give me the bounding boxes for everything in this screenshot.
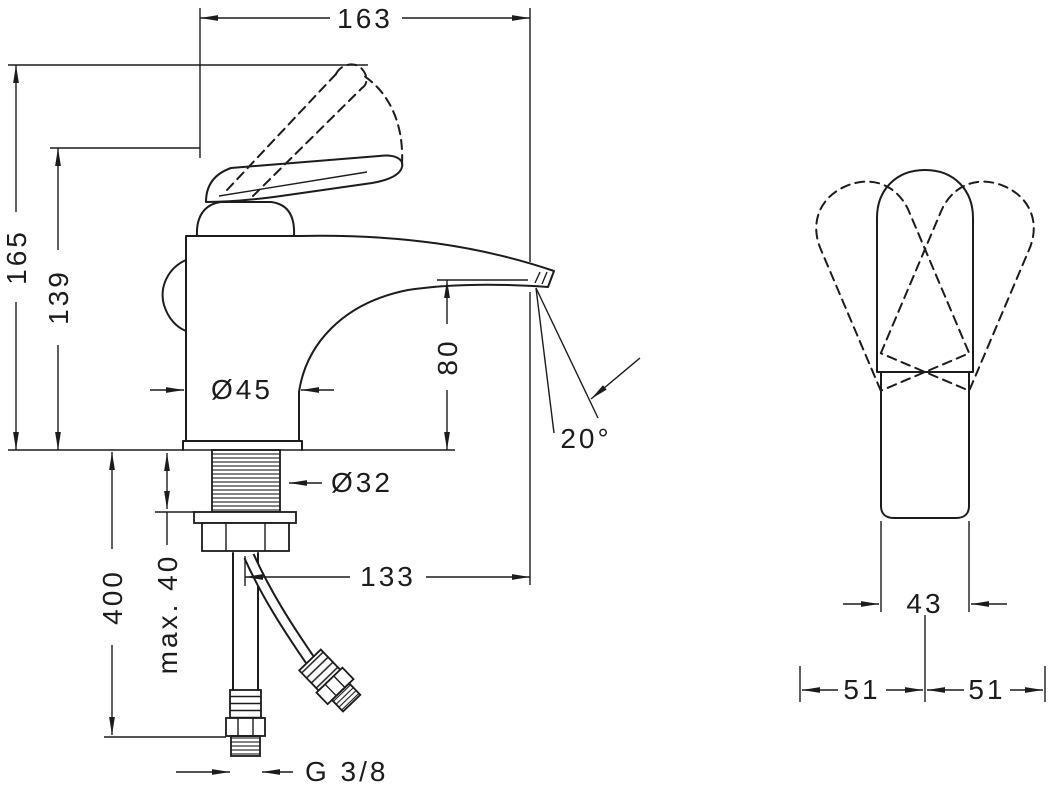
threaded-shank: [211, 449, 281, 513]
lever-handle: [205, 154, 404, 203]
side-view: 163 165 139 80 Ø45: [1, 3, 641, 787]
dim-43-label: 43: [906, 588, 943, 619]
dim-51-right-label: 51: [968, 674, 1005, 705]
supply-hoses: [225, 552, 362, 757]
dim-80: 80: [432, 279, 528, 450]
dim-165-label: 165: [1, 229, 32, 285]
dim-80-label: 80: [432, 338, 463, 375]
hose-fitting-straight: [225, 689, 266, 757]
dim-angle20-label: 20°: [560, 423, 611, 454]
dim-400: 400: [97, 452, 226, 738]
dim-max40: max. 40: [152, 453, 196, 674]
dim-165: 165: [1, 64, 368, 450]
dim-dia45: Ø45: [150, 374, 334, 405]
handle-motion-arc: [363, 75, 404, 165]
hose-fitting-angled: [297, 648, 362, 713]
handle-swing-left-dashed: [815, 180, 971, 392]
dim-max40-label: max. 40: [152, 554, 183, 675]
dim-dia45-label: Ø45: [211, 374, 273, 405]
aerator-detail: [534, 271, 548, 285]
dim-163: 163: [199, 3, 531, 585]
raised-lever-edge: [226, 73, 337, 191]
handle-front: [876, 169, 974, 519]
dim-dia32-label: Ø32: [331, 467, 393, 498]
dim-133: 133: [244, 556, 530, 592]
faucet-body: [161, 154, 555, 451]
handle-front-outline: [876, 169, 974, 373]
dim-dia32: Ø32: [289, 467, 393, 498]
dim-51-left-label: 51: [843, 674, 880, 705]
handle-raised-dashed: [226, 63, 404, 197]
dim-51-right: 51: [927, 666, 1046, 705]
washer: [193, 511, 297, 524]
body-front-outline: [880, 371, 970, 519]
dim-43: 43: [843, 521, 1007, 619]
dim-g38-label: G 3/8: [305, 756, 388, 787]
dim-139: 139: [43, 147, 200, 450]
raised-lever-tip: [335, 63, 368, 89]
curved-hose-inner: [245, 554, 314, 663]
raised-lever-edge: [252, 87, 363, 197]
body-rear-detail: [161, 259, 187, 332]
mounting-nut: [201, 522, 290, 552]
mounting-hardware: [193, 449, 297, 552]
dim-angle20: 20°: [535, 287, 641, 454]
front-view: 43 51 51: [799, 169, 1046, 705]
dim-139-label: 139: [43, 269, 74, 325]
cartridge-cap: [195, 201, 296, 237]
dim-163-label: 163: [337, 3, 393, 34]
dim-133-label: 133: [360, 561, 416, 592]
body-spout-outline: [185, 234, 555, 442]
dim-g38: G 3/8: [176, 756, 388, 787]
handle-swing-right-dashed: [879, 180, 1035, 392]
dim-51-left: 51: [799, 615, 926, 705]
lever-detail-line: [218, 171, 368, 197]
deck-flange: [182, 440, 303, 451]
dim-400-label: 400: [97, 569, 128, 625]
